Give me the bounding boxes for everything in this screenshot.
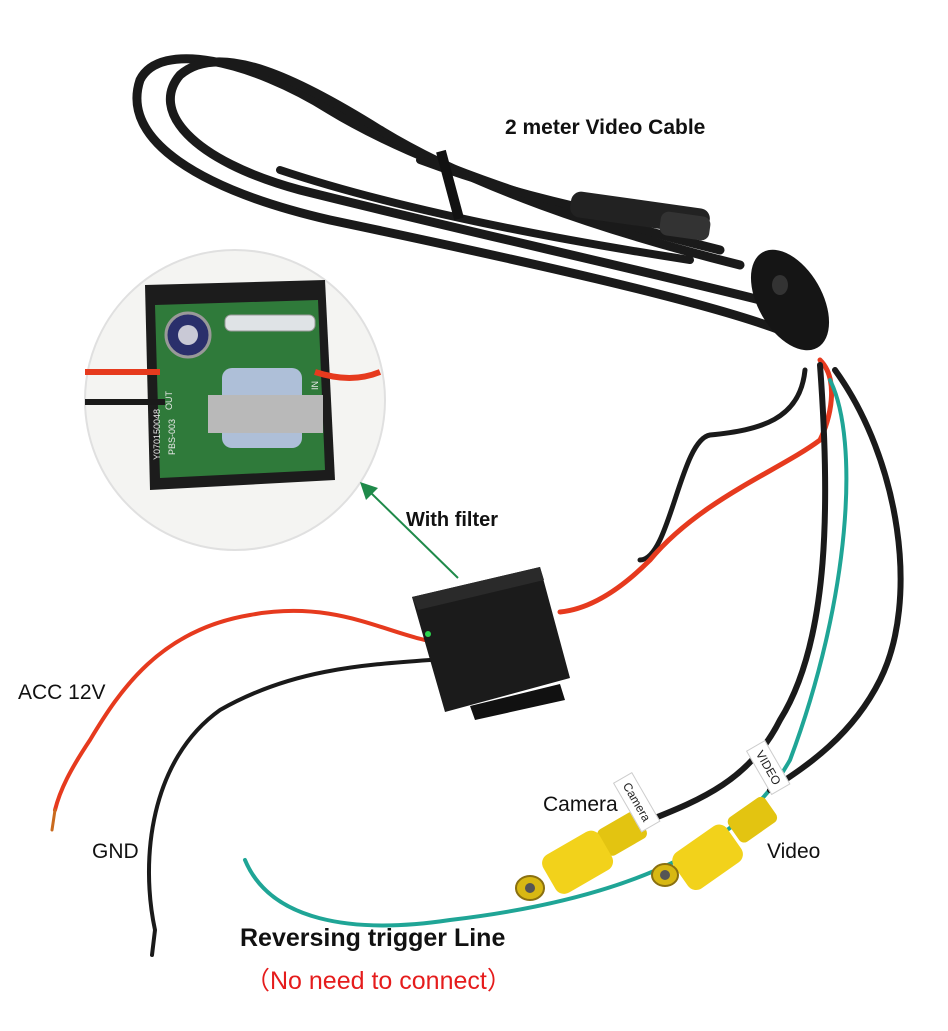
camera-label: Camera (543, 793, 618, 816)
pcb-serial-text: Y070150048 (152, 409, 162, 460)
filter-box (412, 567, 570, 720)
camera-rca-connector (515, 811, 647, 901)
reversing-trigger-label: Reversing trigger Line (240, 924, 506, 952)
filter-arrow (360, 482, 459, 579)
video-rca-connector (651, 796, 778, 891)
gnd-label: GND (92, 840, 139, 863)
with-filter-label: With filter (406, 509, 499, 531)
cable-tie (436, 149, 464, 221)
video-label: Video (767, 840, 821, 863)
acc-label: ACC 12V (18, 681, 106, 704)
wires (50, 357, 904, 957)
pcb-out-text: OUT (164, 391, 174, 411)
pcb-inset: PBS-003 Y070150048 OUT IN (84, 249, 386, 551)
cable-splitter (750, 249, 830, 351)
pcb-model-text: PBS-003 (167, 419, 177, 455)
aviation-connector (570, 191, 711, 241)
no-need-note: （No need to connect） (245, 967, 512, 995)
pcb-in-text: IN (310, 381, 320, 390)
video-cable-label: 2 meter Video Cable (505, 116, 706, 139)
